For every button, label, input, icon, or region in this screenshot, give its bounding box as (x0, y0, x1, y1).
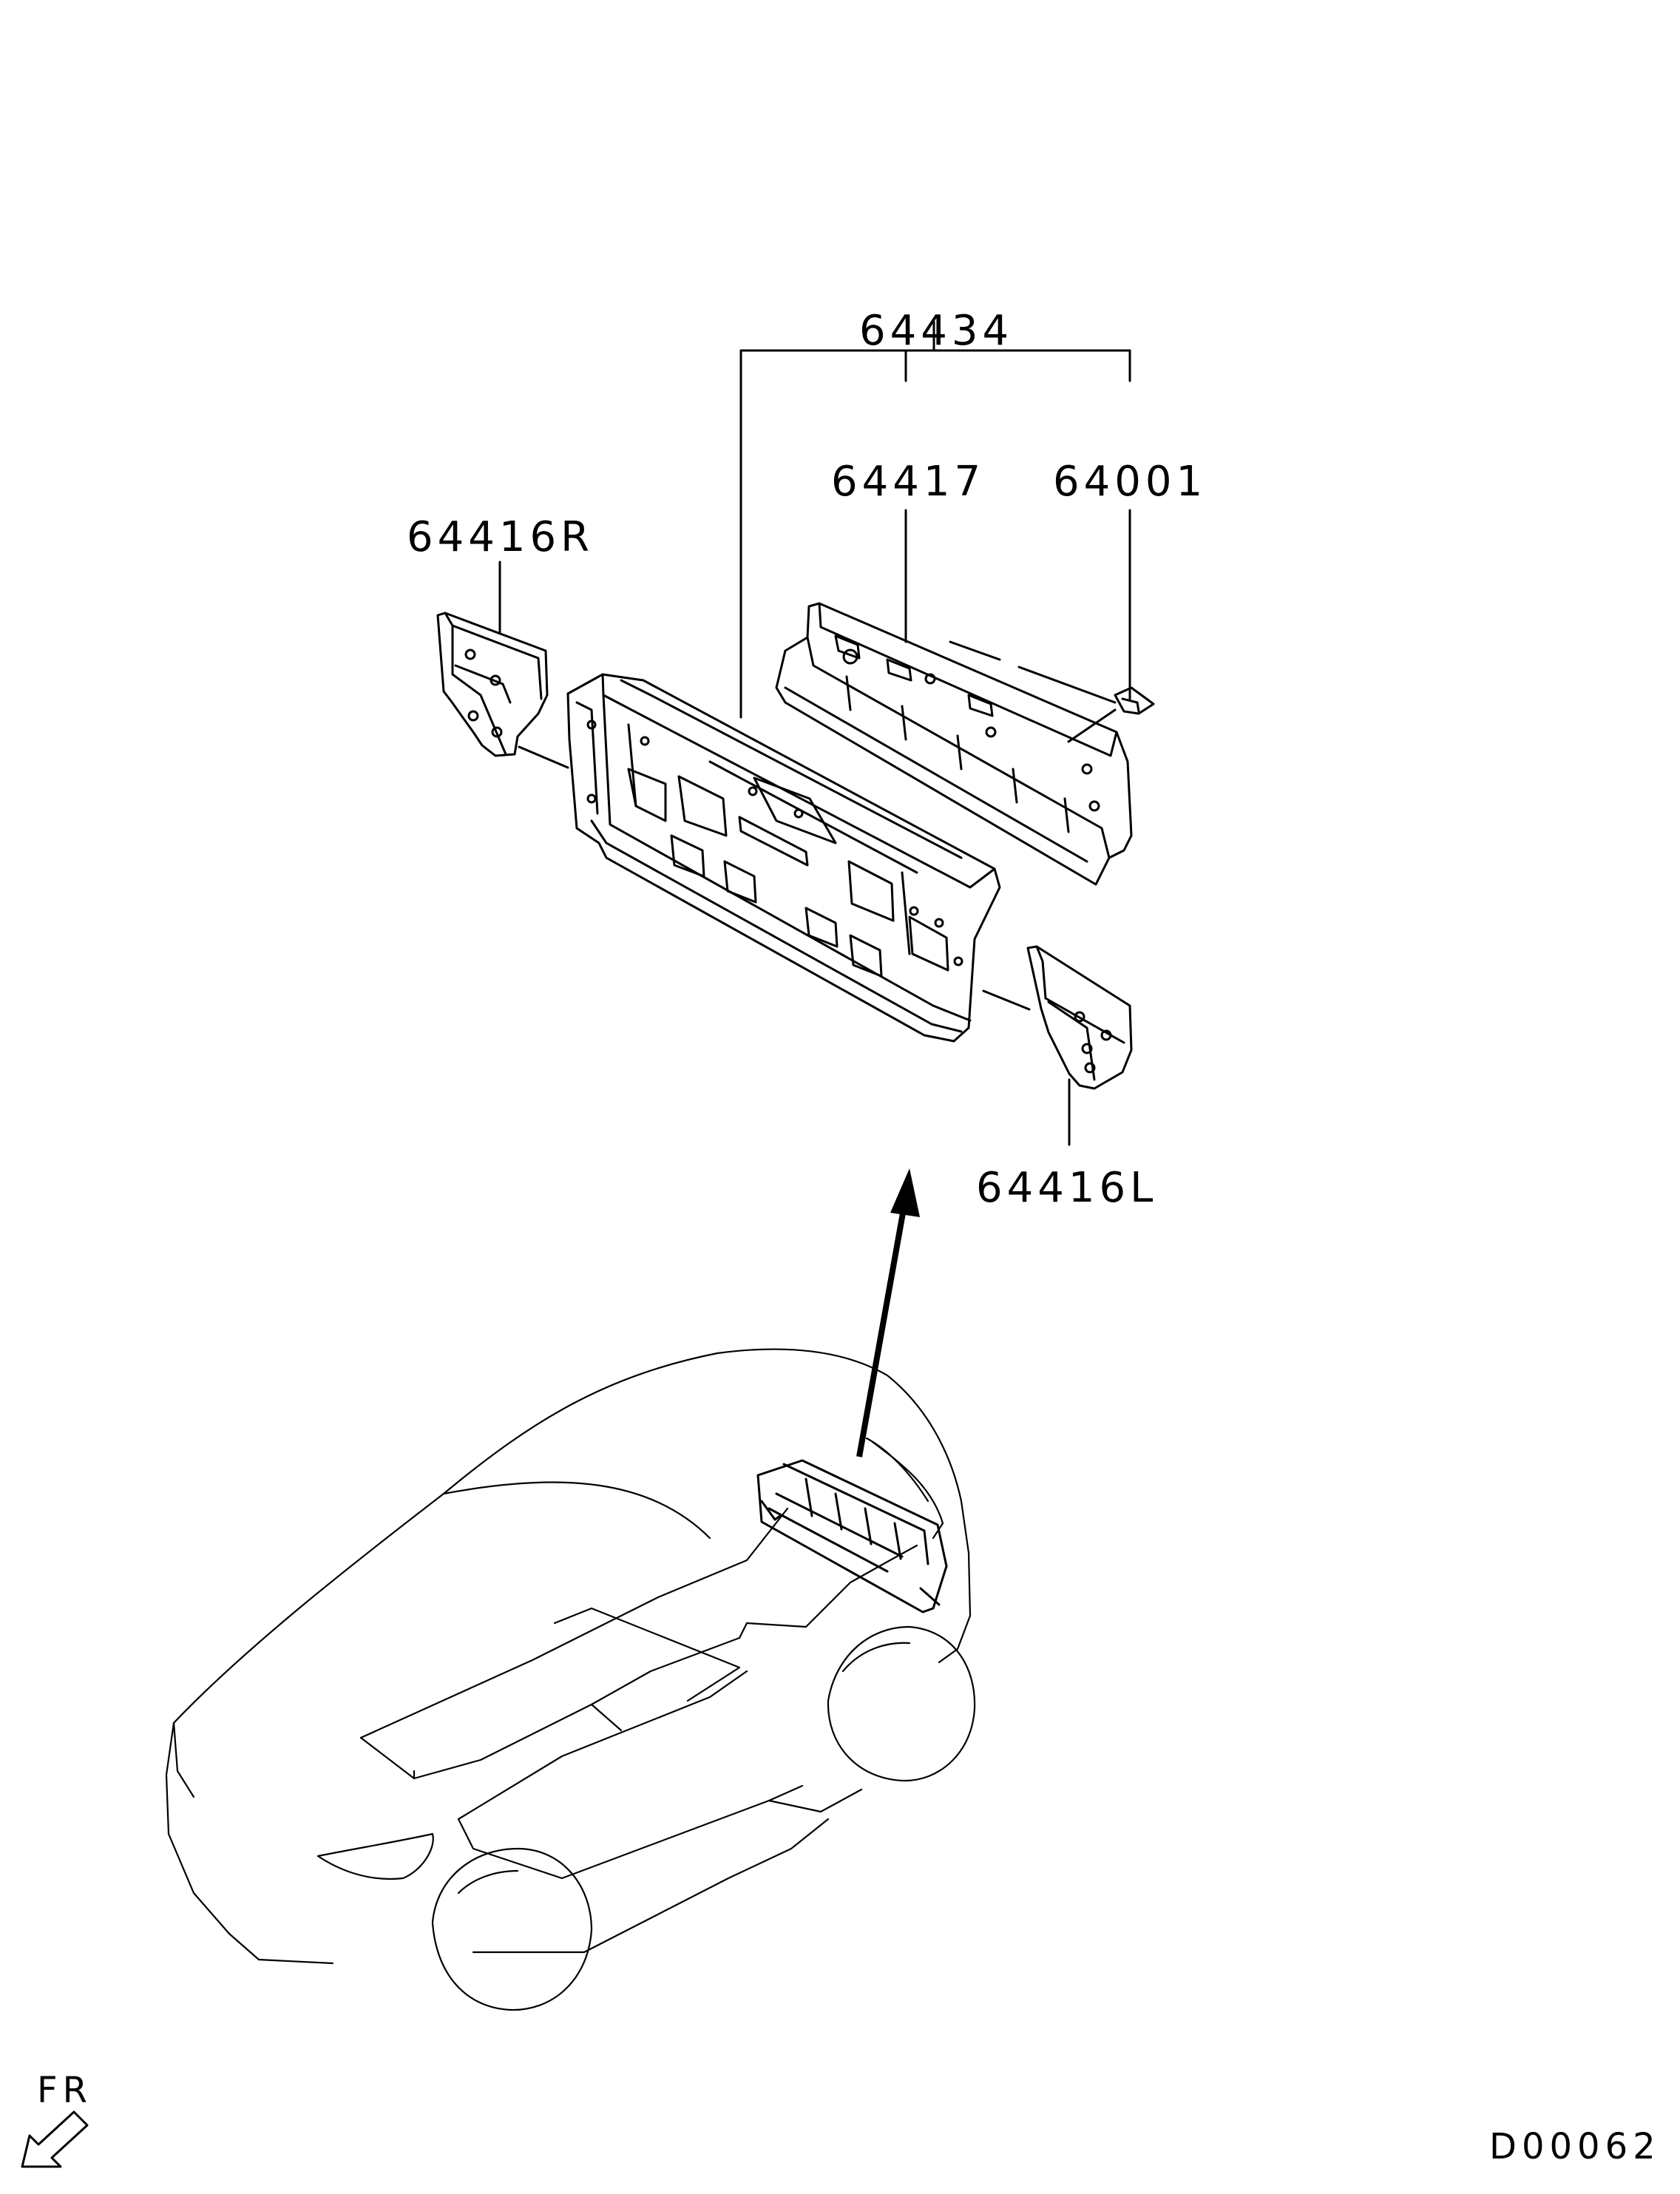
front-direction-arrow-icon (21, 2110, 89, 2168)
clip-part-number: 64001 (1053, 458, 1207, 506)
location-arrow (856, 1168, 920, 1457)
inner-panel (775, 602, 1133, 886)
bracket-left (1026, 945, 1133, 1090)
rear-panel-main (566, 673, 1001, 1043)
vehicle-outline (165, 1348, 976, 2011)
bracket-left-part-number: 64416L (976, 1164, 1157, 1212)
bracket-right (436, 612, 549, 757)
bracket-right-part-number: 64416R (407, 513, 594, 561)
inner-panel-part-number: 64417 (831, 458, 985, 506)
drawing-code: D00062 (1489, 2126, 1661, 2167)
assembly-part-number: 64434 (859, 307, 1013, 355)
direction-label: FR (37, 2070, 92, 2111)
panel-location-highlight (756, 1459, 948, 1614)
leader-lines (498, 320, 1131, 1146)
clip (1114, 686, 1155, 715)
